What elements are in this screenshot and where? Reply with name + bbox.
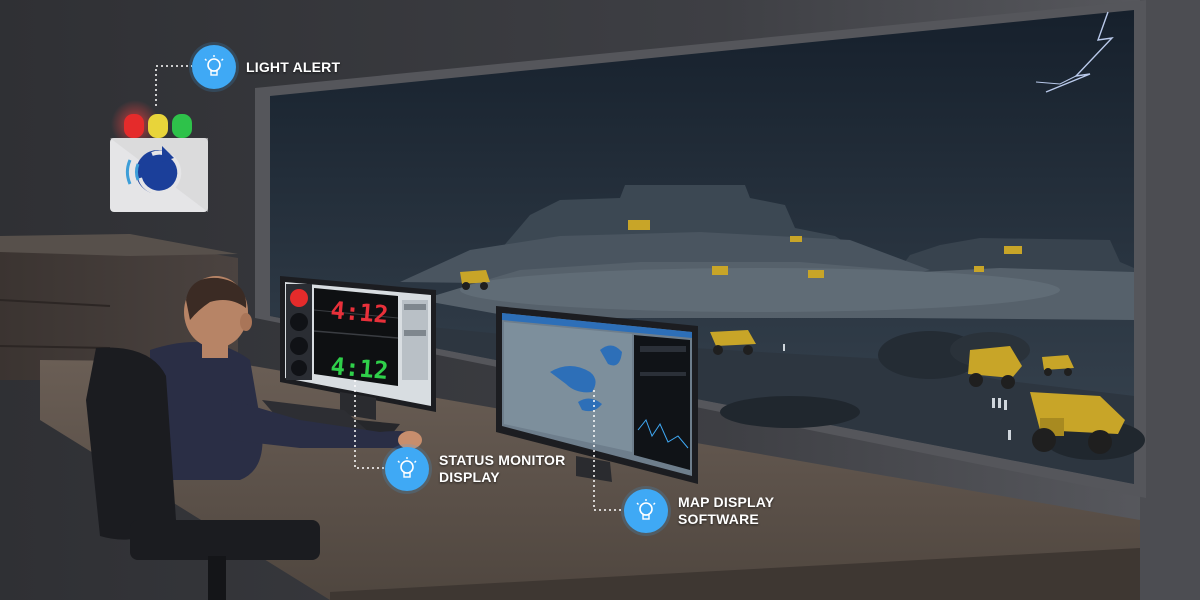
truck-distant-6 <box>974 266 984 272</box>
callout-map-display-label: MAP DISPLAY SOFTWARE <box>678 494 775 527</box>
status-timer-top: 4:12 <box>329 296 389 329</box>
workers <box>783 344 1011 440</box>
callout-light-alert: LIGHT ALERT <box>192 45 340 89</box>
light-alert-beacon <box>110 100 208 212</box>
operator <box>150 276 422 480</box>
truck-distant-2 <box>808 270 824 278</box>
haul-truck-small <box>1042 355 1074 376</box>
map-side-panel <box>634 335 690 470</box>
lightning-bolt <box>1045 11 1114 93</box>
light-alert-connector <box>155 65 192 106</box>
cabinet-top <box>0 234 238 256</box>
lightbulb-icon <box>624 489 668 533</box>
lightning-branch <box>1035 75 1077 85</box>
desk-front-edge <box>330 548 1140 600</box>
lightbulb-icon <box>192 45 236 89</box>
right-wall <box>1140 0 1200 600</box>
map-area <box>504 322 632 452</box>
truck-distant-4 <box>1004 246 1022 254</box>
callout-status-monitor-label: STATUS MONITOR DISPLAY <box>439 452 566 485</box>
haul-truck-mid <box>968 346 1022 389</box>
lightbulb-icon <box>385 447 429 491</box>
map-display-connector <box>593 390 624 511</box>
callout-map-display: MAP DISPLAY SOFTWARE <box>624 489 774 533</box>
status-timer-bottom: 4:12 <box>329 352 389 385</box>
callout-light-alert-label: LIGHT ALERT <box>246 58 341 75</box>
rock-pile-4 <box>720 396 860 428</box>
signal-logo <box>125 146 182 195</box>
haul-truck-large <box>1030 392 1125 454</box>
status-monitor <box>280 276 436 434</box>
callout-status-monitor: STATUS MONITOR DISPLAY <box>385 447 565 491</box>
drawer-line-2 <box>0 345 111 349</box>
haul-truck-left <box>710 330 756 355</box>
pit-floor <box>270 316 1134 484</box>
haul-truck-upper <box>460 270 490 290</box>
operator-chair <box>86 347 320 600</box>
truck-distant-5 <box>790 236 802 242</box>
drawer-line-1 <box>0 299 111 307</box>
truck-distant-3 <box>628 220 650 230</box>
map-monitor <box>496 306 698 484</box>
pit-road <box>460 268 1060 312</box>
truck-distant-1 <box>712 266 728 275</box>
